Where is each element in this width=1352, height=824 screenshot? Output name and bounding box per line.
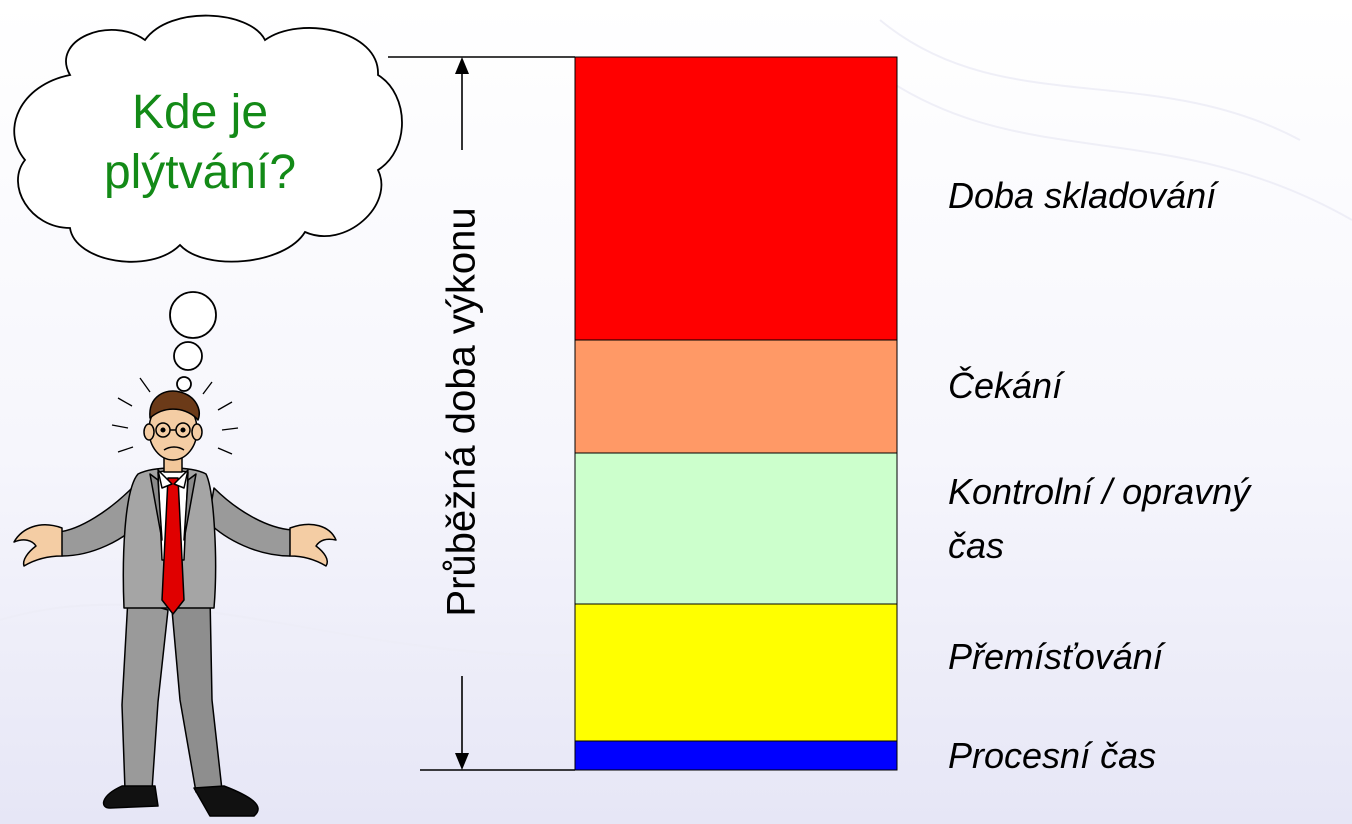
segment-inspection bbox=[574, 452, 898, 605]
label-movement: Přemísťování bbox=[948, 636, 1163, 677]
cloud-question-line2: plýtvání? bbox=[103, 146, 297, 199]
throughput-time-label: Průběžná doba výkonu bbox=[439, 207, 484, 617]
segment-waiting bbox=[574, 339, 898, 454]
dimension-arrow bbox=[388, 56, 575, 771]
thought-cloud-icon bbox=[13, 14, 403, 392]
label-waiting: Čekání bbox=[948, 365, 1063, 406]
confused-businessman-icon bbox=[13, 390, 337, 817]
label-storage-time: Doba skladování bbox=[948, 175, 1217, 216]
segment-storage bbox=[574, 56, 898, 341]
label-inspection-line1: Kontrolní / opravný bbox=[948, 471, 1251, 512]
cloud-question-line1: Kde je bbox=[131, 86, 269, 139]
segment-processing bbox=[574, 740, 898, 771]
stacked-bar bbox=[574, 56, 898, 771]
segment-movement bbox=[574, 603, 898, 742]
label-inspection-line2: čas bbox=[948, 525, 1005, 566]
stress-marks bbox=[111, 377, 239, 455]
label-processing-time: Procesní čas bbox=[948, 735, 1157, 776]
